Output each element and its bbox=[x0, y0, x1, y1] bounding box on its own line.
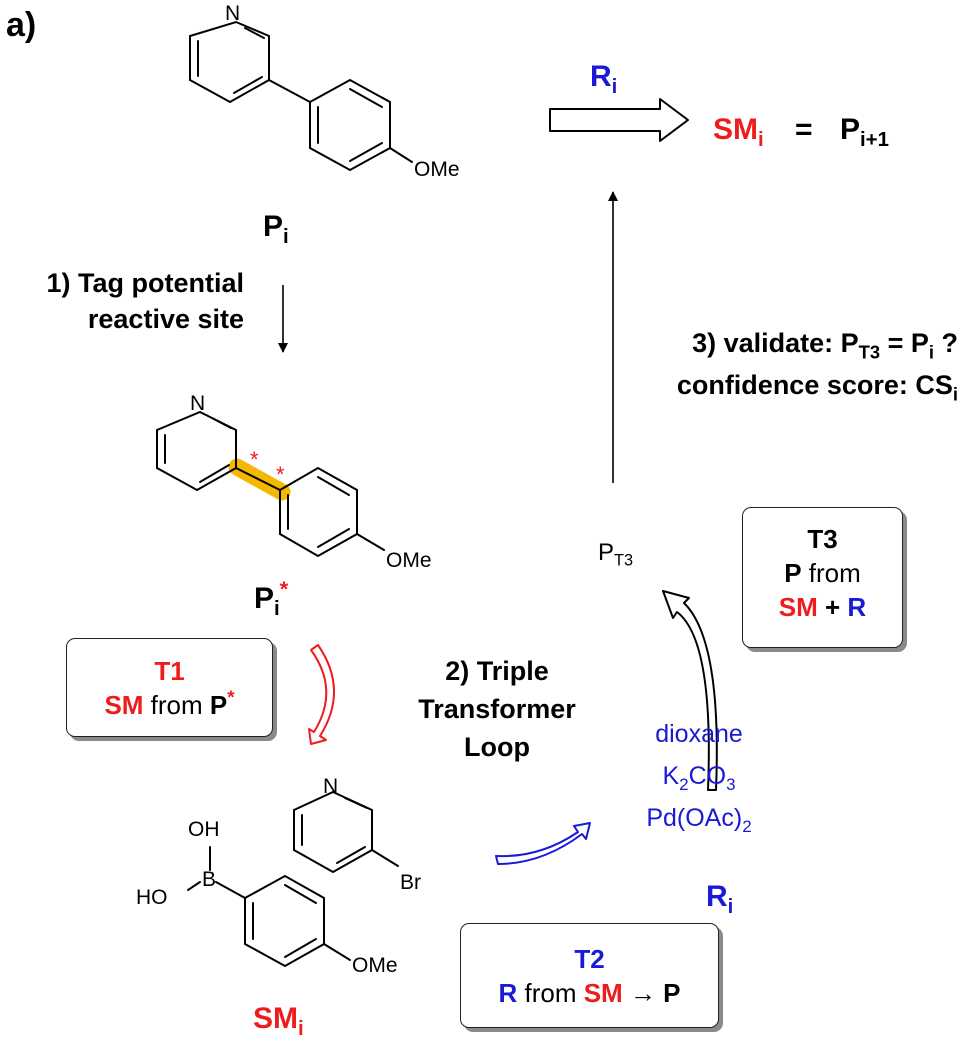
reagent-label-bottom: Ri bbox=[706, 880, 734, 919]
validate-line: 3) validate: PT3 = Pi ? bbox=[692, 328, 958, 363]
t3-title: T3 bbox=[807, 524, 838, 554]
t3-line3: SM + R bbox=[778, 592, 867, 622]
retrosynthesis-arrow bbox=[549, 98, 689, 142]
br-bond bbox=[371, 849, 399, 867]
step2-text: 2) Triple Transformer Loop bbox=[418, 656, 576, 762]
atom-boron: B bbox=[202, 868, 216, 891]
biaryl-bond-pi bbox=[268, 79, 311, 103]
tag-star-2: * bbox=[276, 462, 285, 487]
pyridine-ring-sm bbox=[293, 790, 373, 874]
molecule-boronic-acid bbox=[187, 846, 351, 968]
product-label-pstar: Pi* bbox=[254, 576, 289, 621]
t2-title: T2 bbox=[574, 944, 605, 974]
benzene-double-bonds-pi bbox=[317, 88, 383, 162]
t2-line2: R from SM → P bbox=[498, 978, 681, 1008]
ome-bond-pstar bbox=[356, 533, 385, 551]
ome-bond-pi bbox=[389, 147, 413, 163]
atom-n-pstar: N bbox=[190, 392, 205, 415]
benzene-double-bonds-pstar bbox=[287, 476, 350, 548]
sm-label-bottom: SMi bbox=[253, 1002, 304, 1041]
ome-bond-sm bbox=[323, 943, 351, 961]
step3-text: 3) validate: PT3 = Pi ? confidence score… bbox=[628, 322, 958, 406]
atom-oh-top: OH bbox=[188, 818, 220, 841]
step1-text: 1) Tag potential reactive site bbox=[46, 268, 244, 334]
condition-solvent: dioxane bbox=[655, 720, 743, 748]
transformer-t1-box: T1 SM from P* bbox=[66, 638, 273, 737]
t1-curved-arrow bbox=[308, 644, 335, 745]
molecule-pi bbox=[189, 20, 413, 172]
pyridine-ring-pi bbox=[189, 20, 270, 104]
transformer-t2-box: T2 R from SM → P bbox=[460, 923, 719, 1028]
t2-curved-arrow bbox=[495, 822, 591, 865]
panel-label: a) bbox=[6, 6, 37, 44]
biaryl-bond-pstar bbox=[235, 467, 281, 491]
pyridine-double-bonds-pstar bbox=[164, 417, 232, 483]
next-product-label: Pi+1 bbox=[840, 113, 889, 152]
atom-ome-sm: OMe bbox=[352, 954, 398, 977]
atom-ome-pstar: OMe bbox=[386, 549, 432, 572]
pyridine-ring-pstar bbox=[156, 410, 237, 492]
sm-label-top: SMi bbox=[713, 113, 764, 152]
b-oh-left-bond bbox=[187, 881, 201, 891]
atom-ho-left: HO bbox=[136, 886, 168, 909]
transformer-t3-box: T3 P from SM + R bbox=[742, 507, 903, 648]
t1-line2: SM from P* bbox=[104, 686, 235, 720]
atom-br: Br bbox=[400, 871, 421, 894]
product-label-pi: Pi bbox=[263, 210, 289, 249]
equals-sign: = bbox=[795, 113, 813, 146]
pyridine-double-bonds-pi bbox=[197, 27, 265, 94]
atom-ome-pi: OMe bbox=[414, 158, 460, 181]
pyridine-double-bonds-sm bbox=[301, 797, 368, 864]
pt3-label: PT3 bbox=[598, 539, 634, 570]
atom-n-pi: N bbox=[225, 2, 240, 25]
reagent-label-top: Ri bbox=[590, 60, 618, 99]
benzene-ring-sm bbox=[244, 874, 325, 968]
t3-curved-arrow bbox=[662, 590, 718, 791]
condition-catalyst: Pd(OAc)2 bbox=[646, 804, 752, 836]
benzene-ring-pi bbox=[309, 78, 391, 172]
confidence-line: confidence score: CSi bbox=[676, 370, 958, 405]
tag-star-1: * bbox=[250, 447, 259, 472]
condition-base: K2CO3 bbox=[662, 762, 736, 794]
molecule-pstar bbox=[156, 410, 385, 558]
t1-title: T1 bbox=[154, 656, 185, 686]
b-aryl-bond bbox=[215, 881, 246, 899]
benzene-double-bonds-sm bbox=[252, 884, 317, 958]
reaction-conditions: dioxane K2CO3 Pd(OAc)2 bbox=[620, 713, 778, 839]
t3-line2: P from bbox=[784, 558, 861, 588]
atom-n-sm: N bbox=[323, 775, 338, 798]
molecule-bromopyridine bbox=[293, 790, 399, 874]
benzene-ring-pstar bbox=[279, 466, 358, 558]
